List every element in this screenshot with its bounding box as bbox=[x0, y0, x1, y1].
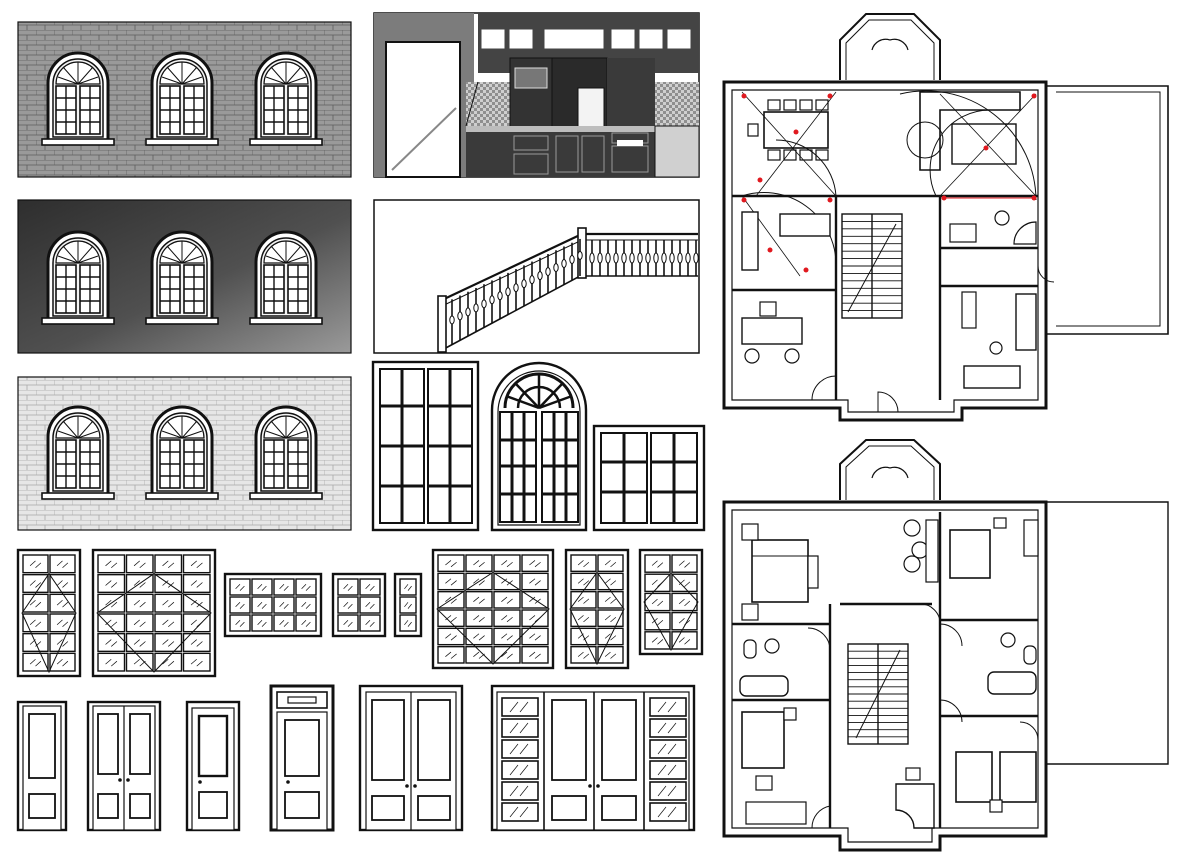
window-3x4-wide bbox=[91, 548, 217, 678]
single-panel-door bbox=[16, 700, 68, 832]
arched-window bbox=[248, 51, 324, 147]
large-window-catalog bbox=[371, 360, 706, 532]
window-low-2pane bbox=[331, 572, 387, 638]
arched-french-window bbox=[490, 361, 588, 532]
staircase-elevation bbox=[373, 199, 700, 354]
arched-window bbox=[144, 405, 220, 501]
kitchen-elevation bbox=[373, 12, 700, 178]
window-2x4-c bbox=[638, 548, 704, 656]
facade-brick-grey bbox=[17, 21, 352, 178]
ground-floor-plan bbox=[722, 13, 1169, 422]
door-catalog bbox=[16, 684, 696, 832]
facade-dark-gradient bbox=[17, 199, 352, 354]
first-floor-plan bbox=[722, 439, 1169, 852]
arched-window bbox=[248, 230, 324, 326]
arched-window bbox=[144, 230, 220, 326]
arched-window bbox=[144, 51, 220, 147]
arched-window bbox=[40, 230, 116, 326]
window-2x4-b bbox=[564, 548, 630, 670]
window-2x4 bbox=[16, 548, 82, 678]
double-door-sidelights bbox=[490, 684, 696, 832]
stair-balusters bbox=[449, 238, 699, 345]
arched-window bbox=[40, 405, 116, 501]
double-panel-door bbox=[86, 700, 162, 832]
arched-window bbox=[248, 405, 324, 501]
short-double-casement bbox=[592, 424, 706, 532]
single-door-glazed bbox=[185, 700, 241, 832]
arched-window bbox=[40, 51, 116, 147]
facade-panels bbox=[17, 21, 352, 531]
tall-double-casement bbox=[371, 360, 480, 532]
small-window-catalog bbox=[16, 548, 704, 678]
double-door-wide bbox=[358, 684, 464, 832]
facade-brick-light bbox=[17, 376, 352, 531]
window-4x4 bbox=[431, 548, 555, 670]
window-narrow bbox=[393, 572, 423, 638]
window-low-4pane bbox=[223, 572, 323, 638]
door-with-transom bbox=[269, 684, 335, 832]
